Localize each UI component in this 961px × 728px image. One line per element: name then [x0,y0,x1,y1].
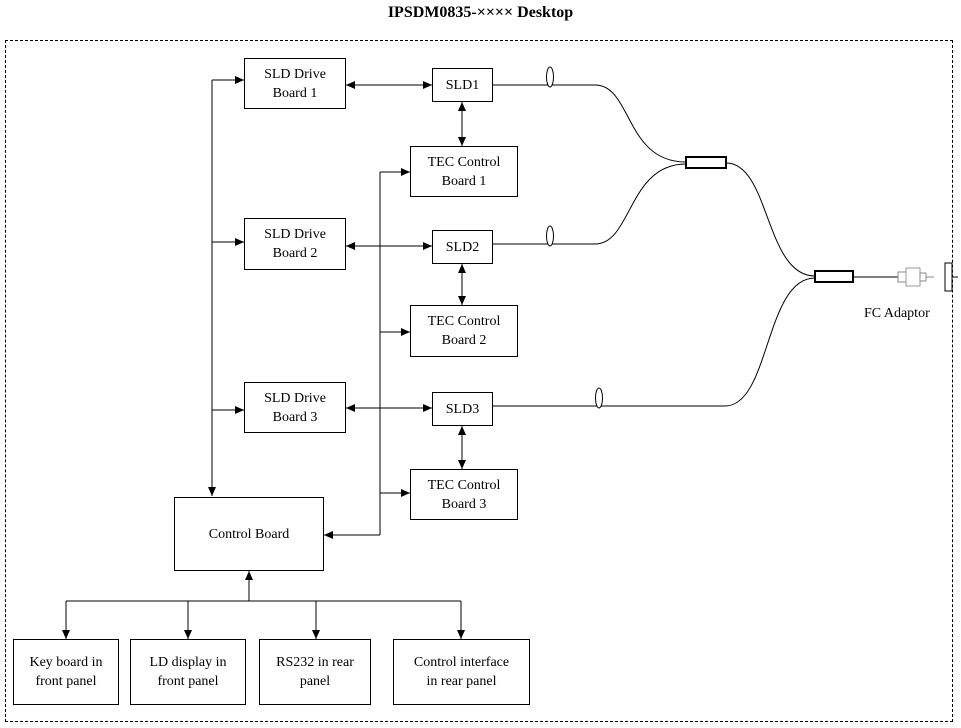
tec-control-board-2: TEC Control Board 2 [410,305,518,357]
desktop-enclosure-boundary [5,40,953,722]
fiber-coupler-1 [685,156,727,169]
fiber-loop-1 [546,66,554,88]
keyboard-front-panel: Key board in front panel [13,639,119,705]
diagram-title: IPSDM0835-×××× Desktop [387,4,574,21]
sld-drive-board-3: SLD Drive Board 3 [244,382,346,433]
fiber-sld3 [493,277,816,407]
fiber-sld1 [493,84,687,163]
fiber-coupler-2 [814,270,854,283]
sld-drive-board-1: SLD Drive Board 1 [244,58,346,109]
fc-adaptor-label: FC Adaptor [864,306,930,321]
fiber-coupler1-out [725,162,816,277]
rs232-rear-panel: RS232 in rear panel [259,639,371,705]
sld2-block: SLD2 [432,230,493,264]
sld3-block: SLD3 [432,392,493,426]
tec-control-board-1: TEC Control Board 1 [410,146,518,197]
control-interface-rear-panel: Control interface in rear panel [393,639,530,705]
fiber-sld2 [493,163,687,245]
fiber-loop-3 [595,387,603,409]
fc-adaptor-icon [897,262,958,292]
fiber-loop-2 [546,225,554,247]
ld-display-front-panel: LD display in front panel [130,639,246,705]
tec-control-board-3: TEC Control Board 3 [410,469,518,520]
sld1-block: SLD1 [432,68,493,102]
sld-drive-board-2: SLD Drive Board 2 [244,218,346,270]
control-board: Control Board [174,497,324,571]
